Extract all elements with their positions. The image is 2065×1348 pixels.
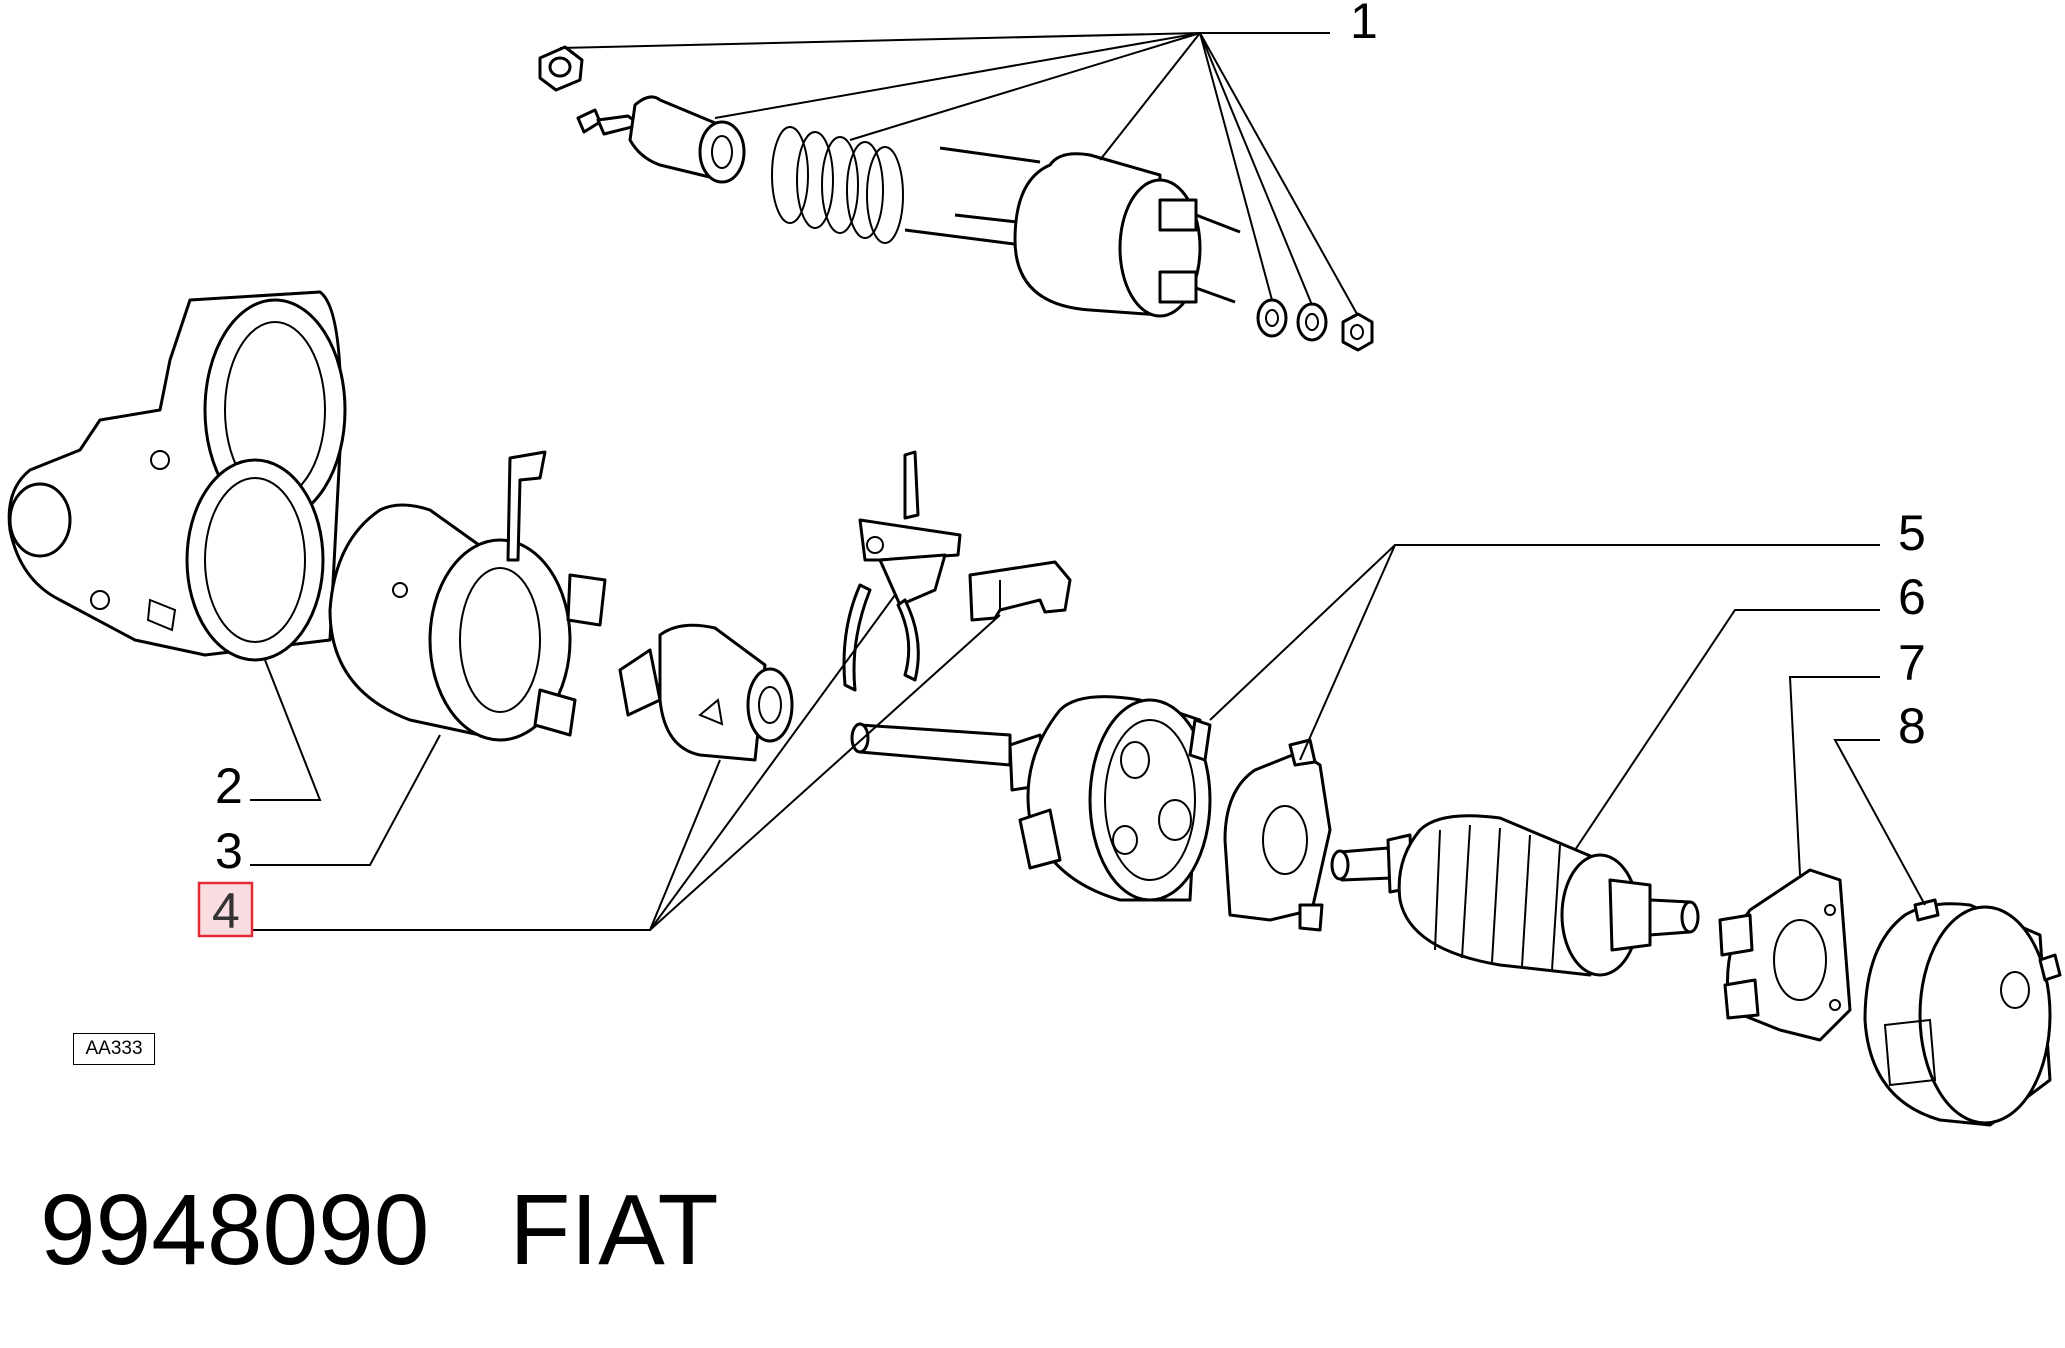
armature[interactable]: [1330, 814, 1700, 977]
part-title: 9948090 FIAT: [40, 1170, 799, 1290]
retainer-plate[interactable]: [1223, 738, 1332, 932]
drive-end-housing[interactable]: [7, 290, 347, 662]
shaft-planetary-assembly[interactable]: [850, 695, 1212, 902]
leader-lines: [250, 32, 1926, 931]
pinion-clutch[interactable]: [618, 623, 794, 762]
solenoid-washers: [1256, 298, 1374, 352]
solenoid-spring: [771, 126, 904, 244]
commutator-end-cover[interactable]: [1863, 898, 2062, 1127]
callout-labels: 1 2 3 4 5 6 7 8: [197, 0, 1926, 939]
field-frame-yoke[interactable]: [328, 450, 607, 742]
callout-7: 7: [1898, 635, 1926, 691]
callout-2: 2: [215, 758, 243, 814]
solenoid-nut: [538, 45, 584, 92]
callout-8: 8: [1898, 698, 1926, 754]
callout-5: 5: [1898, 505, 1926, 561]
callout-4-highlight: [197, 881, 254, 938]
part-number: 9948090: [40, 1174, 430, 1286]
callout-3: 3: [215, 823, 243, 879]
callout-4[interactable]: 4: [212, 883, 240, 939]
solenoid-plunger: [576, 95, 746, 184]
shift-fork[interactable]: [842, 450, 962, 692]
callout-6: 6: [1898, 569, 1926, 625]
fork-pad[interactable]: [968, 560, 1072, 622]
diagram-reference-code: AA333: [73, 1033, 155, 1065]
callout-1: 1: [1350, 0, 1378, 49]
brush-plate[interactable]: [1718, 868, 1852, 1042]
brand-name: FIAT: [509, 1174, 719, 1286]
solenoid-assembly[interactable]: [538, 45, 1374, 352]
solenoid-switch-body: [904, 146, 1241, 318]
